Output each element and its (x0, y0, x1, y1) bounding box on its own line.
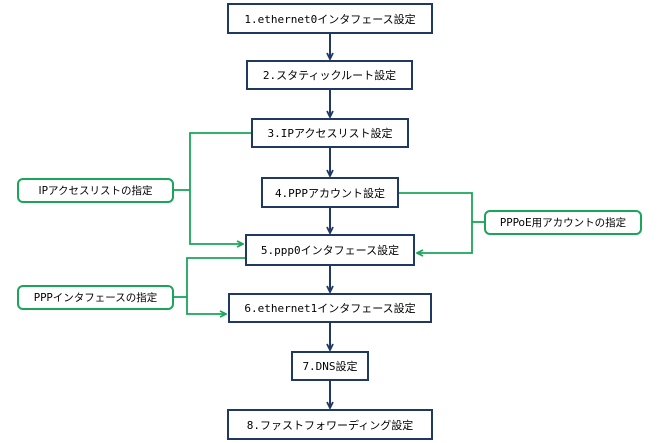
step-ppp-account: 4.PPPアカウント設定 (261, 177, 399, 208)
ref-line-ppp-interface (186, 257, 247, 314)
step-fast-forwarding: 8.ファストフォワーディング設定 (227, 409, 433, 440)
ref-line-pppoe-account (399, 192, 473, 253)
note-ip-access-list: IPアクセスリストの指定 (17, 178, 174, 203)
ref-line-ip-access-list (189, 132, 251, 244)
step-ethernet0-interface: 1.ethernet0インタフェース設定 (227, 3, 433, 34)
step-ip-access-list: 3.IPアクセスリスト設定 (251, 118, 409, 148)
step-dns: 7.DNS設定 (291, 351, 369, 381)
step-ethernet1-interface: 6.ethernet1インタフェース設定 (228, 293, 432, 323)
step-ppp0-interface: 5.ppp0インタフェース設定 (245, 234, 415, 266)
note-pppoe-account: PPPoE用アカウントの指定 (484, 210, 642, 235)
step-static-route: 2.スタティックルート設定 (246, 60, 413, 90)
note-ppp-interface: PPPインタフェースの指定 (17, 285, 174, 310)
